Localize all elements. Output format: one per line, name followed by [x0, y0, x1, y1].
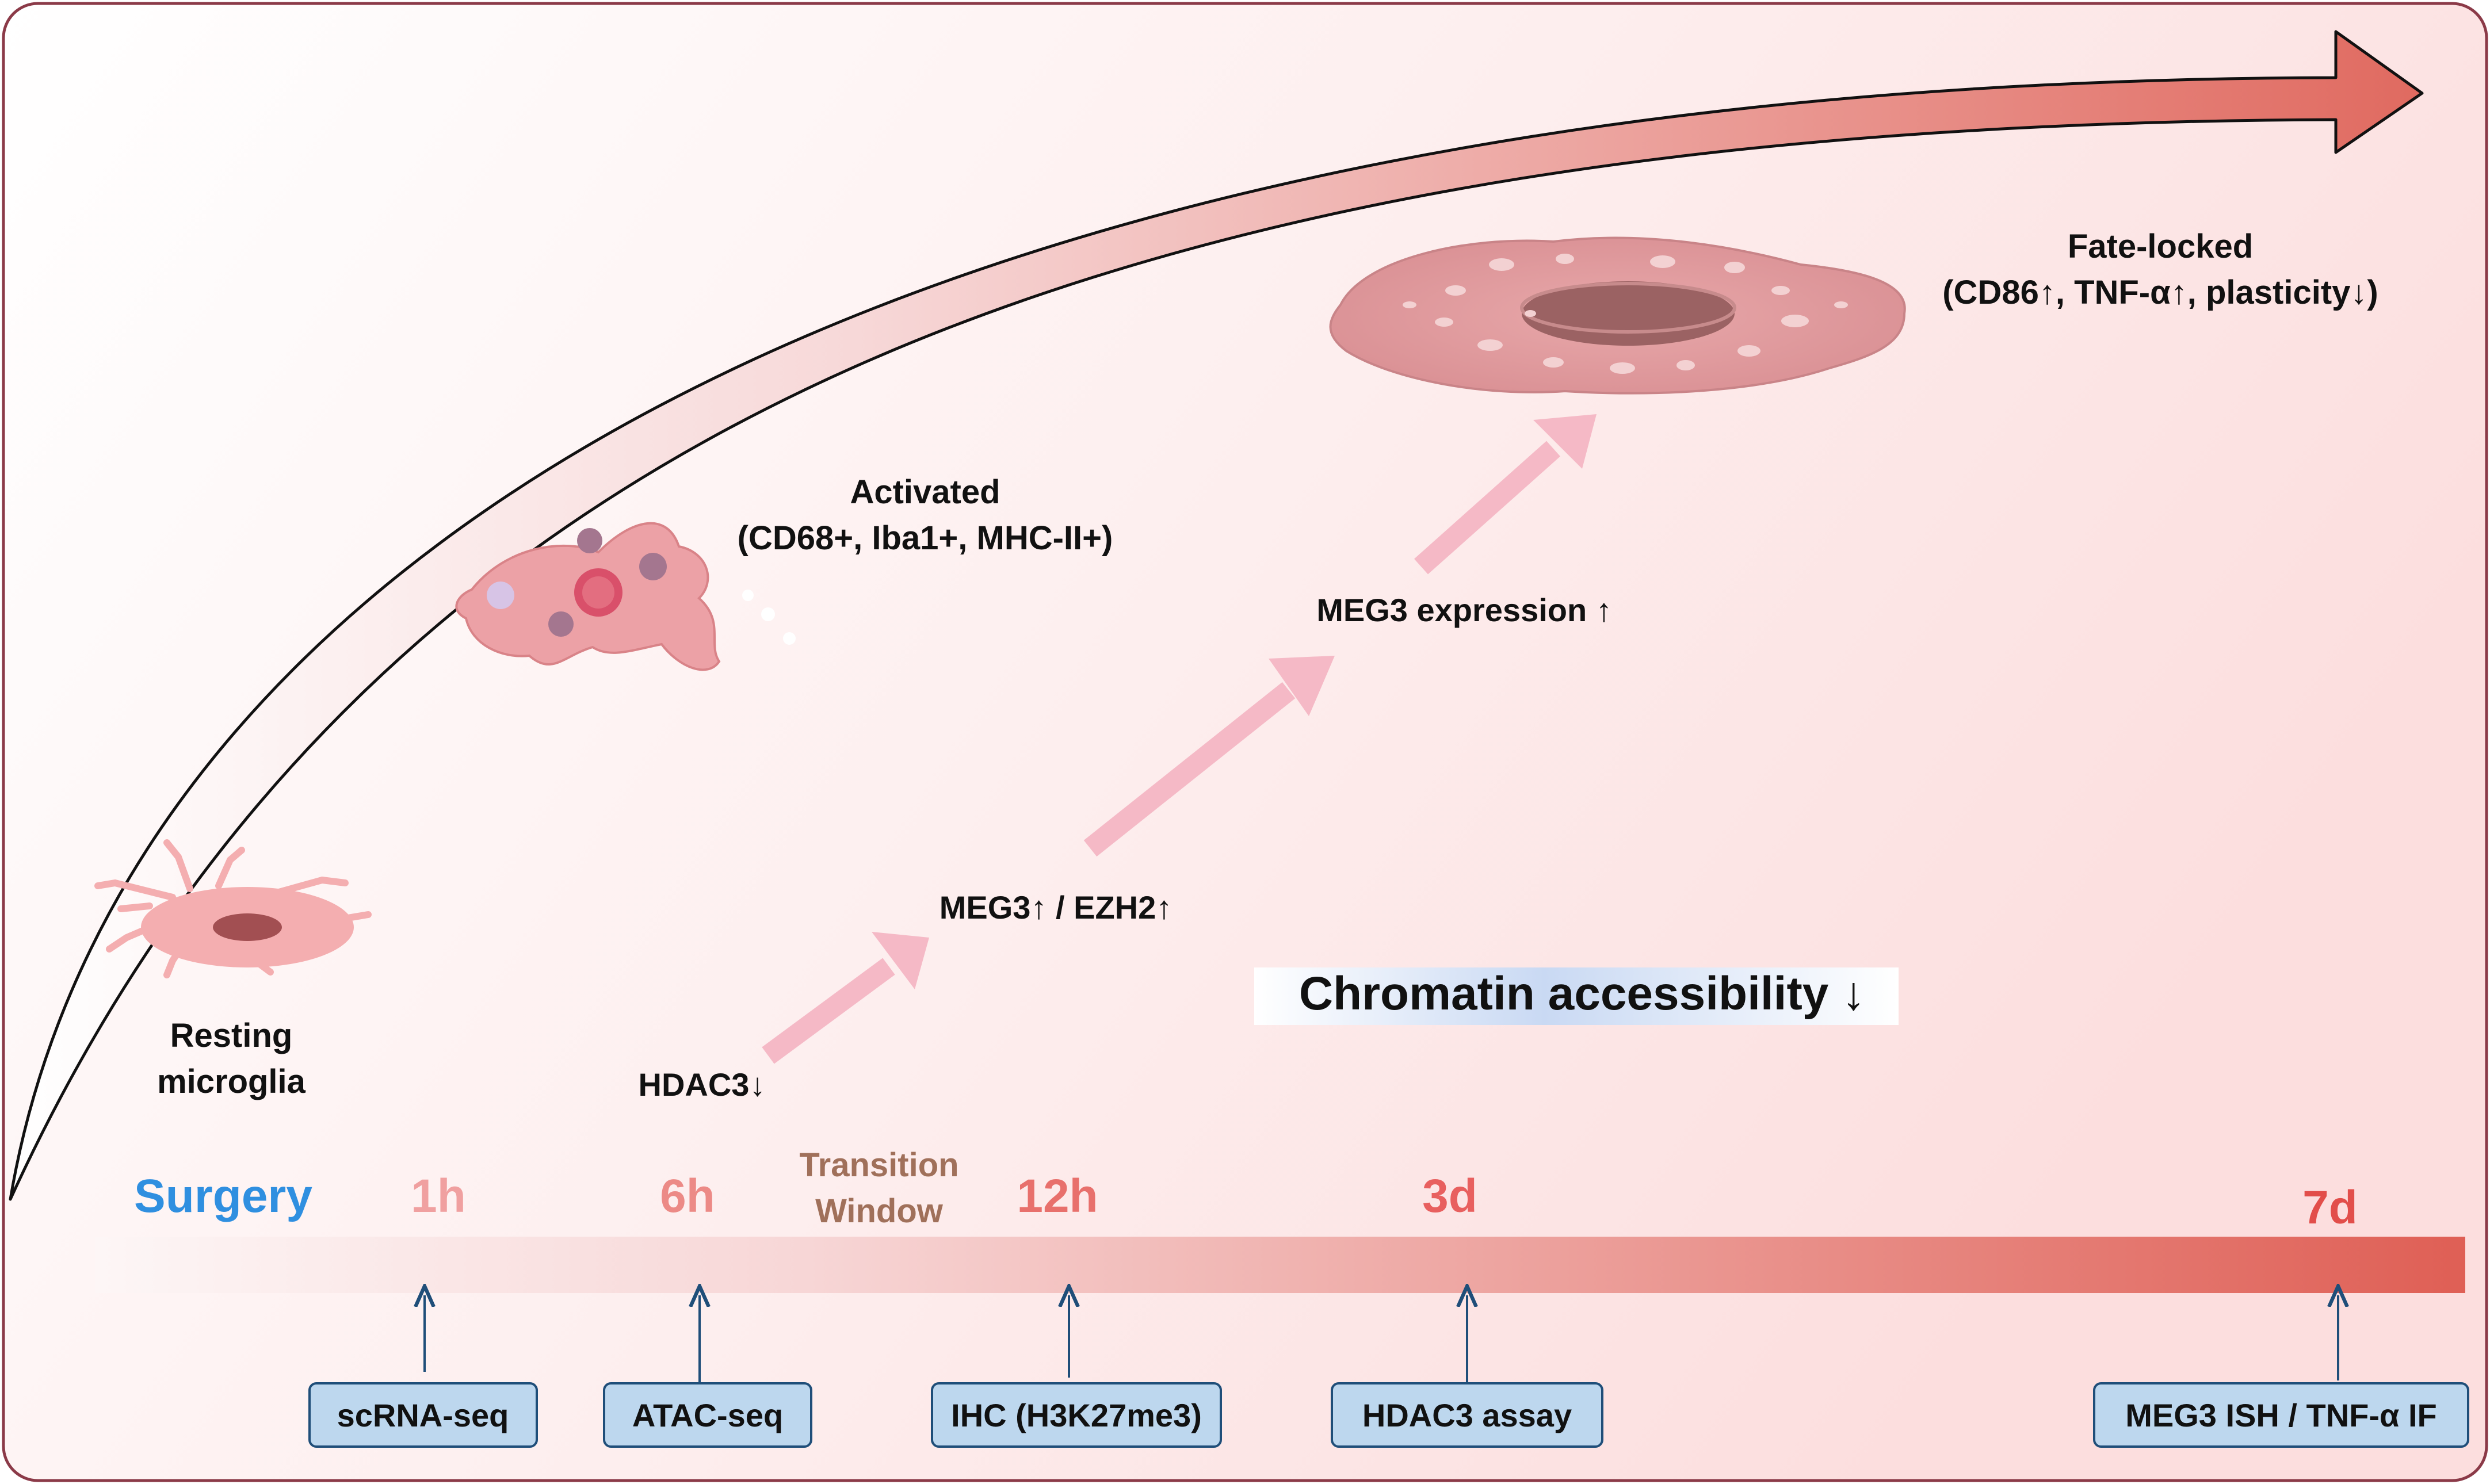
assay-label-4: HDAC3 assay	[1362, 1397, 1572, 1433]
meg3-ezh2-label: MEG3↑ / EZH2↑	[940, 889, 1173, 925]
activated-microglia-icon	[455, 522, 796, 671]
assay-box-2	[603, 1382, 812, 1448]
surgery-label: Surgery	[134, 1170, 312, 1222]
meg3-expression-label: MEG3 expression ↑	[1316, 592, 1612, 628]
time-3d: 3d	[1422, 1170, 1477, 1222]
assay-label-3: IHC (H3K27me3)	[951, 1397, 1202, 1433]
assay-box-3	[931, 1382, 1222, 1448]
activated-label-line2: (CD68+, Iba1+, MHC-II+)	[738, 519, 1113, 557]
time-12h: 12h	[1017, 1170, 1098, 1222]
resting-microglia-icon	[94, 839, 372, 978]
assay-box-5	[2093, 1382, 2469, 1448]
assay-box-1	[308, 1382, 538, 1448]
transition-label-line2: Window	[815, 1192, 944, 1230]
mechanism-arrow-1	[762, 932, 929, 1064]
fate-locked-label-line1: Fate-locked	[2068, 228, 2253, 265]
time-1h: 1h	[411, 1170, 466, 1222]
fate-locked-label-line2: (CD86↑, TNF-α↑, plasticity↓)	[1942, 274, 2378, 311]
time-6h: 6h	[660, 1170, 715, 1222]
chromatin-band	[1254, 967, 1899, 1025]
assay-boxes	[308, 1382, 2469, 1448]
activated-label-line1: Activated	[850, 473, 1000, 511]
mechanism-arrow-2	[1083, 656, 1335, 857]
assay-label-1: scRNA-seq	[337, 1397, 509, 1433]
assay-label-5: MEG3 ISH / TNF-α IF	[2125, 1397, 2437, 1433]
assay-label-2: ATAC-seq	[632, 1397, 783, 1433]
resting-label-line1: Resting	[170, 1017, 293, 1054]
fate-locked-microglia-icon	[1329, 236, 1906, 395]
time-7d: 7d	[2302, 1181, 2358, 1234]
mechanism-arrow-3	[1414, 414, 1597, 575]
resting-label-line2: microglia	[157, 1063, 306, 1100]
assay-box-4	[1331, 1382, 1603, 1448]
timeline-bar	[95, 1237, 2465, 1293]
chromatin-label: Chromatin accessibility ↓	[1299, 967, 1865, 1020]
transition-label-line1: Transition	[799, 1146, 958, 1184]
assay-arrows	[425, 1295, 2338, 1383]
hdac3-label: HDAC3↓	[639, 1066, 766, 1103]
